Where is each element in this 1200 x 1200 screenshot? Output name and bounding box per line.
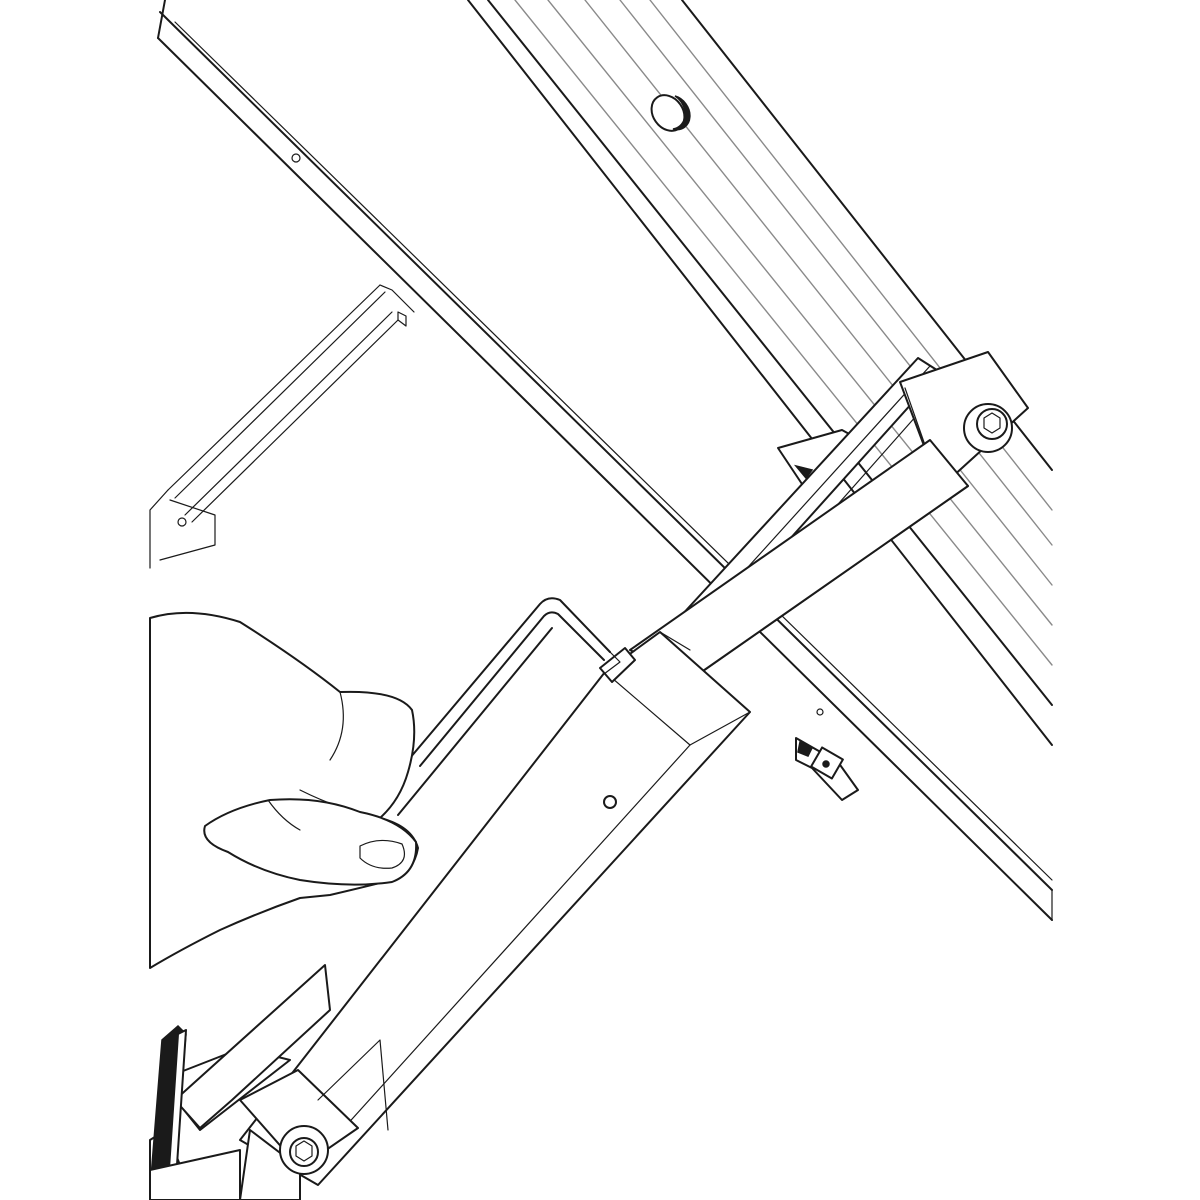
- stand-frame: [149, 284, 415, 569]
- hex-key: [397, 597, 621, 816]
- telescopic-arm: [239, 351, 1029, 1186]
- tube-pin: [603, 795, 617, 809]
- grooved-rail: [467, 0, 1053, 746]
- hand: [149, 611, 419, 969]
- upper-left-bar: [157, 0, 1053, 921]
- bar-clamp: [795, 737, 859, 801]
- foot-bracket: [149, 964, 389, 1200]
- rail-hole: [650, 94, 686, 132]
